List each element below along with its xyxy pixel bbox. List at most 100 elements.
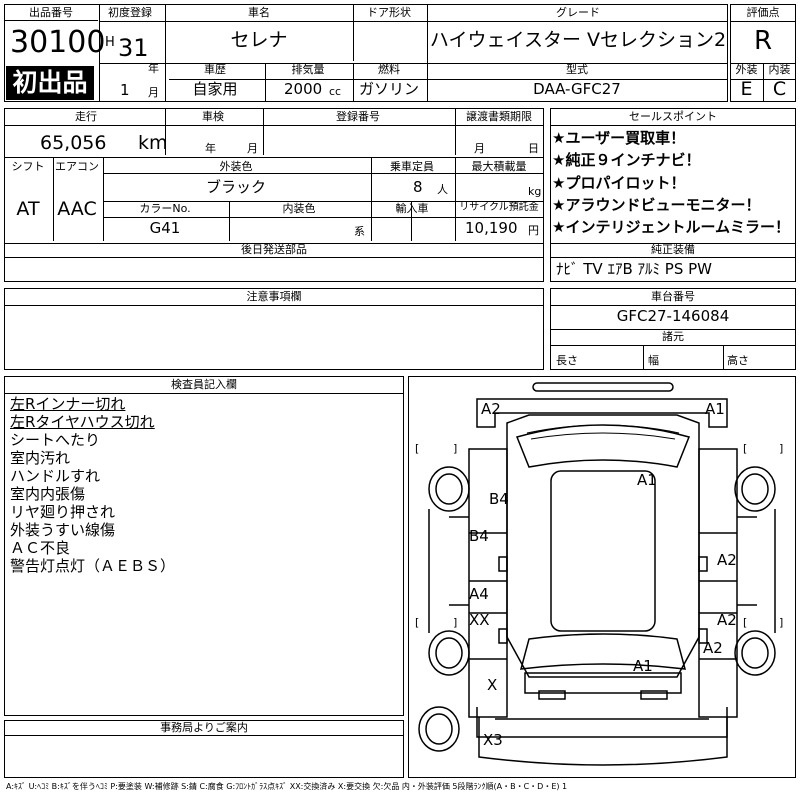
- length-label: 長さ: [556, 354, 578, 367]
- equipment-label: 純正装備: [651, 243, 695, 256]
- score-box: [730, 4, 796, 102]
- score-label: 評価点: [746, 6, 780, 19]
- inspection-year-unit: 年: [205, 142, 216, 155]
- chassis-number: GFC27-146084: [616, 307, 730, 325]
- inspector-line: 外装うすい線傷: [10, 521, 116, 539]
- inspection-month-unit: 月: [247, 142, 258, 155]
- capacity-label: 乗車定員: [390, 160, 434, 173]
- height-label: 高さ: [727, 354, 749, 367]
- ac-value: AAC: [57, 198, 97, 220]
- sales-point-item: ★アラウンドビューモニター！: [552, 196, 761, 214]
- int-grade-label: 内装: [768, 63, 791, 76]
- legend: A:ｷｽﾞ U:ﾍｺﾐ B:ｷｽﾞを伴うﾍｺﾐ P:要塗装 W:補修跡 S:錆 …: [6, 782, 568, 791]
- transfer-day-unit: 日: [528, 142, 539, 155]
- sales-points-box: [550, 108, 796, 282]
- color-value: ブラック: [205, 178, 266, 196]
- ac-label: エアコン: [55, 160, 99, 173]
- damage-mark: XX: [469, 611, 490, 629]
- equipment-value: ﾅﾋﾞ TV ｴｱB ｱﾙﾐ PS PW: [556, 260, 712, 278]
- dims-label: 諸元: [662, 330, 684, 343]
- inspector-line: リヤ廻り押され: [10, 503, 116, 521]
- chassis-label: 車台番号: [651, 290, 695, 303]
- fuel-value: ガソリン: [358, 80, 419, 98]
- sales-point-item: ★ユーザー買取車！: [552, 129, 686, 147]
- door-label: ドア形状: [367, 6, 411, 19]
- car-diagram: A2 A1 B4 A1 B4 A2 A4 XX A2 A2 A1 X X3 [ …: [408, 376, 796, 778]
- damage-mark: A2: [703, 639, 723, 657]
- damage-mark: B4: [489, 490, 509, 508]
- sales-point-item: ★プロパイロット！: [552, 174, 686, 192]
- int-grade-value: C: [772, 78, 787, 100]
- capacity-value: 8: [413, 178, 423, 196]
- bracket-right: ]: [453, 442, 458, 455]
- mileage-value: 65,056: [40, 132, 107, 154]
- inspector-line: ＡＣ不良: [10, 539, 71, 557]
- transfer-month-unit: 月: [474, 142, 485, 155]
- sales-point-item: ★純正９インチナビ！: [552, 151, 701, 169]
- load-label: 最大積載量: [471, 160, 527, 173]
- damage-mark: A2: [717, 551, 737, 569]
- notes-label: 注意事項欄: [246, 290, 302, 303]
- damage-mark: B4: [469, 527, 489, 545]
- width-label: 幅: [648, 354, 659, 367]
- grade-value: ハイウェイスター Vセレクション2: [429, 29, 727, 51]
- later-parts-label: 後日発送部品: [241, 243, 307, 256]
- ext-grade-label: 外装: [735, 63, 758, 76]
- bracket-left: [: [415, 442, 420, 455]
- bracket-left: [: [743, 442, 748, 455]
- reg-month-unit: 月: [148, 86, 159, 99]
- damage-mark: A1: [637, 471, 657, 489]
- damage-mark: A1: [705, 400, 725, 418]
- mileage-label: 走行: [75, 110, 97, 123]
- history-value: 自家用: [192, 80, 238, 98]
- transfer-label: 譲渡書類期限: [466, 110, 532, 123]
- bracket-left: [: [743, 616, 748, 629]
- inspector-line: ハンドルすれ: [10, 467, 101, 485]
- lot-no-label: 出品番号: [29, 6, 73, 19]
- first-listing-badge: [6, 66, 94, 100]
- header-block: [4, 4, 728, 102]
- mileage-unit: km: [138, 132, 168, 154]
- reg-year-unit: 年: [148, 62, 159, 75]
- capacity-unit: 人: [437, 183, 448, 196]
- office-box: [4, 720, 404, 778]
- inspector-line: 室内内張傷: [10, 485, 86, 503]
- bracket-right: ]: [779, 442, 784, 455]
- fuel-label: 燃料: [378, 63, 400, 76]
- inspector-line: 左Rインナー切れ: [10, 395, 126, 413]
- office-label: 事務局よりご案内: [160, 721, 248, 734]
- damage-mark: X: [487, 676, 498, 694]
- bracket-right: ]: [779, 616, 784, 629]
- recycle-label: リサイクル預託金: [459, 202, 539, 213]
- plate-label: 登録番号: [336, 110, 380, 123]
- inspector-line: 左Rタイヤハウス切れ: [10, 413, 155, 431]
- model-label: 型式: [566, 63, 588, 76]
- inspector-box: [4, 376, 404, 716]
- reg-era: H: [105, 35, 115, 50]
- recycle-unit: 円: [528, 224, 539, 237]
- displacement-label: 排気量: [291, 63, 325, 76]
- chassis-box: [550, 288, 796, 370]
- car-name: セレナ: [230, 29, 288, 51]
- sales-point-item: ★インテリジェントルームミラー！: [552, 218, 790, 236]
- int-color-unit: 系: [354, 225, 365, 238]
- damage-mark: A2: [481, 400, 501, 418]
- recycle-value: 10,190: [465, 219, 518, 237]
- inspector-label: 検査員記入欄: [171, 378, 237, 391]
- int-color-label: 内装色: [282, 202, 316, 215]
- inspector-line: 室内汚れ: [10, 449, 71, 467]
- model-value: DAA-GFC27: [533, 80, 621, 98]
- displacement-unit: cc: [329, 85, 342, 98]
- displacement-value: 2000: [284, 80, 323, 98]
- shift-value: AT: [16, 198, 40, 220]
- shift-label: シフト: [11, 160, 45, 173]
- load-unit: kg: [528, 185, 542, 198]
- lot-number: 30100: [10, 25, 106, 60]
- specs-block: [4, 108, 544, 282]
- reg-year: 31: [118, 34, 149, 62]
- color-no-value: G41: [149, 219, 181, 237]
- grade-label: グレード: [556, 6, 600, 19]
- notes-box: [4, 288, 544, 370]
- color-no-label: カラーNo.: [139, 202, 191, 215]
- damage-mark: A1: [633, 657, 653, 675]
